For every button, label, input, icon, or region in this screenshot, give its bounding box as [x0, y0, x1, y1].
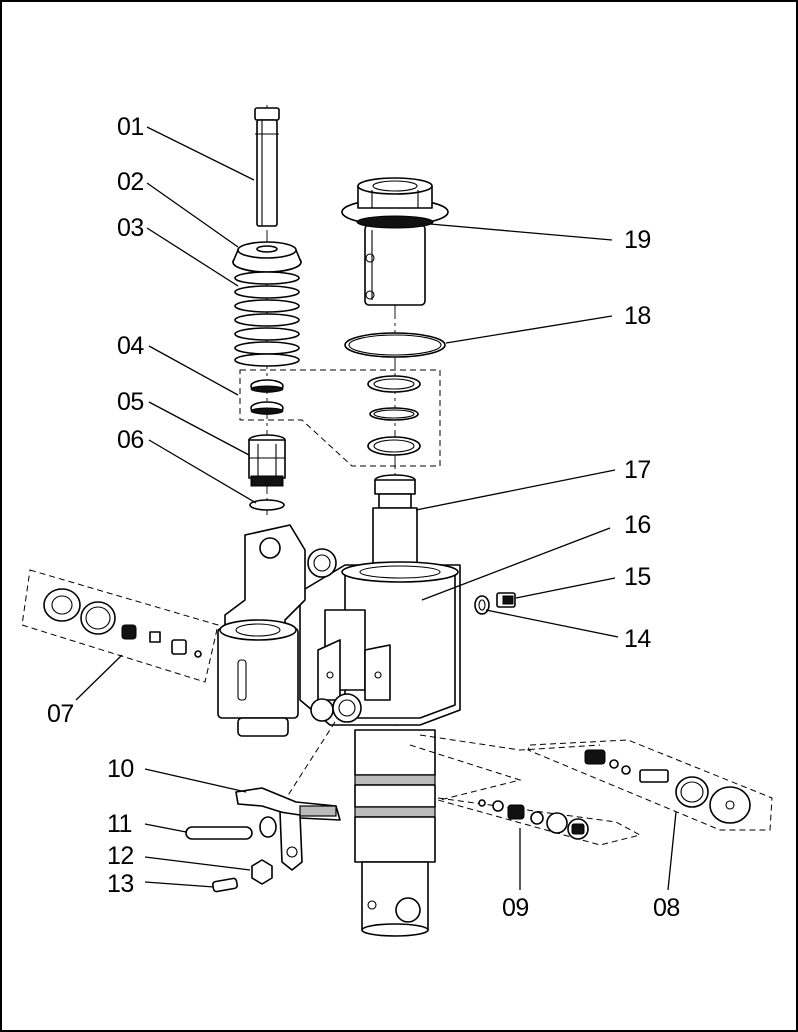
part-06-o-ring: [249, 499, 285, 511]
label-16: 16: [624, 511, 651, 539]
part-09-valve-kit: [437, 797, 642, 846]
label-08: 08: [653, 894, 680, 922]
label-17: 17: [624, 456, 651, 484]
part-13-screw: [211, 877, 239, 893]
label-06: 06: [117, 426, 144, 454]
label-19: 19: [624, 226, 651, 254]
part-16-housing: [299, 561, 461, 726]
part-19-pump-head: [341, 177, 449, 306]
part-15-plug: [496, 592, 516, 608]
label-11: 11: [107, 810, 132, 838]
label-10: 10: [107, 755, 134, 783]
part-08-valve-kit: [527, 739, 773, 831]
label-01: 01: [117, 113, 144, 141]
part-lower-tube: [354, 729, 436, 937]
part-11-pin: [185, 816, 277, 840]
label-12: 12: [107, 842, 134, 870]
label-13: 13: [107, 870, 134, 898]
part-02-cap: [232, 241, 302, 273]
label-15: 15: [624, 563, 651, 591]
label-02: 02: [117, 168, 144, 196]
connector-path-09: [409, 744, 522, 801]
label-18: 18: [624, 302, 651, 330]
leader-lines: [75, 126, 677, 891]
part-12-nut: [251, 859, 273, 885]
part-03-spring: [234, 271, 300, 367]
label-14: 14: [624, 625, 651, 653]
part-10-pedal: [235, 787, 341, 871]
label-04: 04: [117, 332, 144, 360]
part-18-o-ring: [344, 332, 446, 358]
part-01-piston-rod: [254, 107, 280, 227]
part-05-valve-cage: [248, 434, 286, 487]
label-07: 07: [47, 700, 74, 728]
label-05: 05: [117, 388, 144, 416]
connector-path-10: [284, 721, 336, 801]
part-04-seal-kit: [239, 369, 441, 467]
label-03: 03: [117, 214, 144, 242]
part-07-valve-kit: [21, 569, 219, 683]
part-14-washer: [474, 595, 490, 615]
part-yoke-frame: [217, 524, 362, 737]
label-09: 09: [502, 894, 529, 922]
connector-path-08: [419, 734, 601, 751]
